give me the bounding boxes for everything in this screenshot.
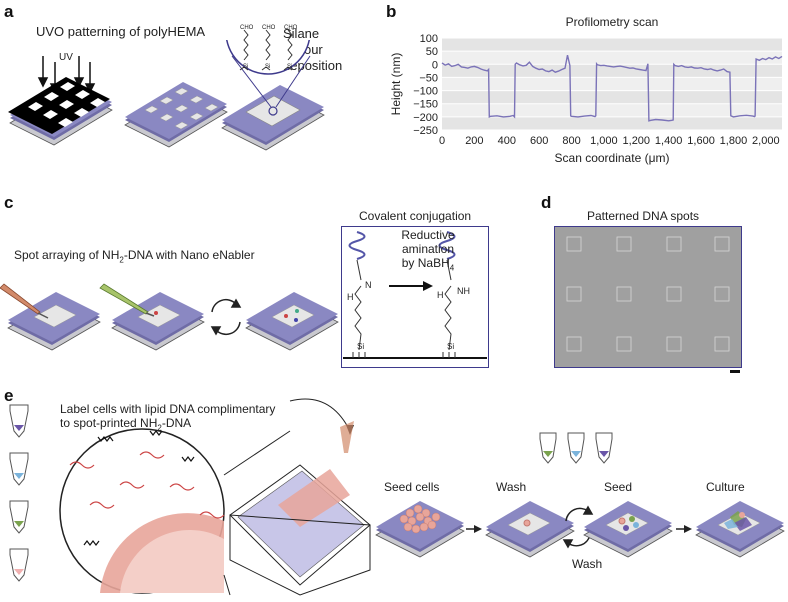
covalent-conjugation-box bbox=[341, 226, 489, 368]
x-tick-label: 0 bbox=[439, 135, 445, 147]
arraying-slide-3 bbox=[245, 292, 339, 351]
panel-a-illustration bbox=[8, 40, 325, 151]
culture-slide bbox=[695, 501, 785, 558]
si-label-1: Si bbox=[243, 64, 249, 70]
step-seed-cells: Seed cells bbox=[384, 480, 440, 494]
x-tick-label: 1,200 bbox=[623, 135, 651, 147]
silane-line-1: Silane bbox=[283, 26, 320, 41]
silane-molecules bbox=[239, 29, 293, 71]
cell-membrane-magnifier bbox=[59, 428, 225, 594]
dna-spot-grid bbox=[566, 236, 730, 352]
y-tick-label: 0 bbox=[432, 59, 438, 71]
panel-c-slides bbox=[0, 283, 339, 351]
y-tick-label: −150 bbox=[413, 99, 438, 111]
cho-label-1: CHO bbox=[240, 25, 254, 31]
pipette-icon bbox=[99, 283, 155, 317]
label-line-1: Label cells with lipid DNA complimentary bbox=[60, 402, 276, 416]
chart-title: Profilometry scan bbox=[566, 15, 659, 29]
reductive-line-2: amination bbox=[401, 242, 455, 256]
panel-label-e: e bbox=[4, 386, 14, 405]
y-tick-label: −50 bbox=[419, 72, 438, 84]
x-tick-label: 1,000 bbox=[590, 135, 618, 147]
spot-sub: 2 bbox=[119, 255, 124, 265]
label-line-2-suffix: -DNA bbox=[161, 416, 192, 430]
microscopy-image bbox=[554, 226, 742, 368]
covalent-title: Covalent conjugation bbox=[359, 209, 472, 223]
x-tick-label: 800 bbox=[562, 135, 580, 147]
step-culture: Culture bbox=[706, 480, 745, 494]
scale-bar-icon bbox=[730, 370, 740, 373]
x-tick-label: 1,800 bbox=[720, 135, 748, 147]
eppendorf-tube-icon bbox=[539, 432, 613, 464]
chem-h-label: H bbox=[347, 292, 354, 302]
patterned-dna-title: Patterned DNA spots bbox=[587, 209, 700, 223]
seed-cells-slide bbox=[375, 501, 465, 558]
loop-arrows-icon bbox=[210, 298, 242, 336]
y-tick-label: −100 bbox=[413, 86, 438, 98]
step-seed: Seed bbox=[604, 480, 633, 494]
grid-band bbox=[442, 38, 782, 52]
panel-label-d: d bbox=[541, 193, 552, 212]
y-tick-label: −200 bbox=[413, 112, 438, 124]
pipette-icon bbox=[0, 283, 49, 319]
cho-label-2: CHO bbox=[262, 25, 276, 31]
panel-label-c: c bbox=[4, 193, 14, 212]
reductive-amination-label: Reductive amination by NaBH4 bbox=[378, 228, 478, 275]
spot-prefix: Spot arraying of NH bbox=[14, 248, 120, 262]
grid-band bbox=[442, 77, 782, 91]
step-wash: Wash bbox=[496, 480, 527, 494]
label-line-2-prefix: to spot-printed NH bbox=[60, 416, 158, 430]
y-axis-label: Height (nm) bbox=[389, 53, 403, 116]
profile-line bbox=[441, 54, 783, 122]
nabh-sub: 4 bbox=[449, 263, 455, 273]
x-tick-label: 200 bbox=[465, 135, 483, 147]
spot-suffix: -DNA with Nano eNabler bbox=[123, 248, 255, 262]
eppendorf-tube-icon bbox=[9, 404, 29, 582]
wash-slide bbox=[485, 501, 575, 558]
panel-e-illustration bbox=[9, 398, 785, 596]
y-tick-label: −250 bbox=[413, 125, 438, 137]
y-tick-label: 100 bbox=[420, 33, 438, 45]
spot-arraying-label: Spot arraying of NH2-DNA with Nano eNabl… bbox=[14, 248, 255, 264]
panel-label-a: a bbox=[4, 2, 14, 21]
chem-nh-label: NH bbox=[457, 286, 470, 296]
cho-label-3: CHO bbox=[284, 25, 298, 31]
step-wash-loop: Wash bbox=[572, 557, 603, 571]
grid-band bbox=[442, 51, 782, 65]
label-cells-text: Label cells with lipid DNA complimentary… bbox=[60, 402, 275, 435]
grid-band bbox=[442, 116, 782, 130]
x-tick-label: 1,400 bbox=[655, 135, 683, 147]
grid-band bbox=[442, 90, 782, 104]
seeding-chamber bbox=[229, 464, 371, 596]
nabh-prefix: by NaBH bbox=[401, 256, 450, 270]
grid-band bbox=[442, 103, 782, 117]
chem-si-left: Si bbox=[357, 342, 365, 351]
chem-si-right: Si bbox=[447, 342, 455, 351]
seed-slide bbox=[583, 501, 673, 558]
reductive-line-3: by NaBH4 bbox=[378, 256, 478, 275]
uvo-title: UVO patterning of polyHEMA bbox=[36, 24, 206, 39]
conjugation-chemistry bbox=[343, 231, 487, 359]
pipette-icon bbox=[340, 421, 354, 453]
label-sub: 2 bbox=[157, 423, 162, 433]
x-tick-label: 2,000 bbox=[752, 135, 780, 147]
masked-slide bbox=[8, 77, 113, 146]
si-label-2: Si bbox=[265, 64, 271, 70]
si-label-3: Si bbox=[287, 64, 293, 70]
chem-h2-label: H bbox=[437, 290, 444, 300]
x-axis-label: Scan coordinate (μm) bbox=[555, 151, 670, 165]
panel-label-b: b bbox=[386, 2, 397, 21]
chem-n-label: N bbox=[365, 280, 372, 290]
y-tick-label: 50 bbox=[426, 46, 438, 58]
x-tick-label: 1,600 bbox=[687, 135, 715, 147]
patterned-slide bbox=[124, 82, 228, 148]
silanized-slide bbox=[221, 55, 325, 151]
reductive-line-1: Reductive bbox=[401, 228, 455, 242]
x-tick-label: 600 bbox=[530, 135, 548, 147]
uv-label: UV bbox=[59, 52, 73, 63]
arraying-slide-1 bbox=[0, 283, 101, 351]
arraying-slide-2 bbox=[99, 283, 205, 351]
x-tick-label: 400 bbox=[498, 135, 516, 147]
